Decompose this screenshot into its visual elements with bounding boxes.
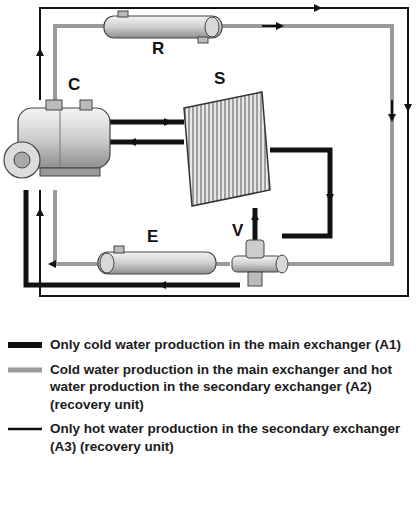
legend: Only cold water production in the main e…	[8, 336, 412, 455]
legend-line	[8, 367, 42, 372]
legend-line-sample	[8, 363, 42, 377]
legend-text: Only cold water production in the main e…	[50, 336, 412, 354]
part-name: C	[66, 76, 82, 95]
legend-line	[8, 342, 42, 348]
part-name: V	[230, 222, 245, 241]
legend-item: Only cold water production in the main e…	[8, 336, 412, 354]
legend-line	[8, 428, 42, 431]
legend-text: Cold water production in the main exchan…	[50, 361, 412, 414]
legend-text: Only hot water production in the seconda…	[50, 420, 412, 455]
legend-item: Cold water production in the main exchan…	[8, 361, 412, 414]
part-name: R	[150, 40, 166, 59]
recovery-exchanger	[104, 11, 222, 43]
part-name: E	[145, 228, 160, 247]
legend-item: Only hot water production in the seconda…	[8, 420, 412, 455]
expansion-valve	[232, 240, 288, 286]
legend-line-sample	[8, 338, 42, 352]
refrigeration-circuit	[0, 0, 420, 330]
part-name: S	[212, 70, 227, 89]
compressor	[4, 100, 110, 178]
legend-line-sample	[8, 422, 42, 436]
evaporator	[98, 246, 216, 274]
main-exchanger	[184, 92, 270, 206]
